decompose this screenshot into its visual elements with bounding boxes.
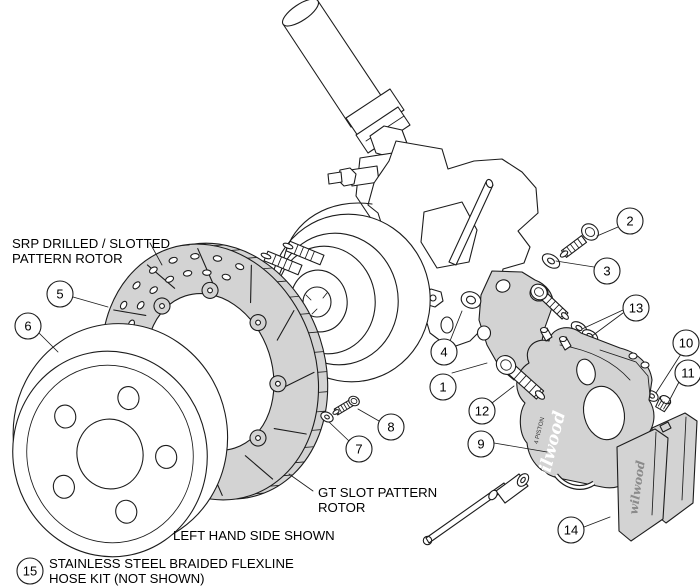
callout-5: 5: [46, 280, 109, 308]
callout-number-14: 14: [564, 523, 578, 538]
callout-number-11: 11: [681, 366, 695, 381]
label-gt-rotor-line2: ROTOR: [318, 500, 365, 515]
callout-circle-13: [622, 294, 650, 322]
callout-circle-10: [672, 329, 700, 357]
label-hose-note-line2: HOSE KIT (NOT SHOWN): [49, 571, 205, 586]
callout-number-3: 3: [603, 264, 610, 279]
callout-circle-15: [16, 557, 44, 585]
callout-circle-9: [467, 430, 495, 458]
flexline-nut: [655, 395, 672, 413]
callout-number-5: 5: [56, 287, 63, 302]
callout-number-4: 4: [440, 345, 447, 360]
srp-leader-line: [149, 242, 163, 266]
hat-center-bore: [76, 418, 144, 490]
callout-number-1: 1: [439, 380, 446, 395]
callout-number-7: 7: [355, 442, 362, 457]
callout-circle-6: [14, 312, 42, 340]
callout-number-9: 9: [477, 437, 484, 452]
callout-circle-2: [616, 207, 644, 235]
caliper-bridge-window: [582, 385, 626, 441]
callout-circle-8: [377, 413, 405, 441]
callout-9: 9: [467, 430, 548, 458]
callout-13: 13: [581, 294, 650, 337]
callout-6: 6: [14, 312, 59, 353]
label-side-note: LEFT HAND SIDE SHOWN: [173, 528, 335, 543]
callout-14: 14: [557, 516, 611, 544]
callout-1: 1: [429, 362, 488, 401]
callout-circle-4: [430, 338, 458, 366]
rotor-hat: [12, 323, 229, 558]
callout-circle-14: [557, 516, 585, 544]
callout-3: 3: [555, 257, 621, 285]
labels: SRP DRILLED / SLOTTED PATTERN ROTOR GT S…: [12, 236, 437, 586]
hat-lug-holes: [52, 386, 178, 524]
label-srp-rotor-line1: SRP DRILLED / SLOTTED: [12, 236, 170, 251]
callout-number-12: 12: [475, 404, 489, 419]
radial-mount-bolt: [495, 355, 546, 400]
callout-circle-3: [593, 257, 621, 285]
callout-12: 12: [468, 385, 515, 425]
knuckle-window: [420, 201, 478, 269]
callout-circle-11: [674, 359, 700, 387]
callout-2: 2: [596, 207, 644, 237]
callout-number-15: 15: [23, 564, 37, 579]
label-hose-note-line1: STAINLESS STEEL BRAIDED FLEXLINE: [49, 556, 294, 571]
callout-number-6: 6: [24, 319, 31, 334]
callout-4: 4: [430, 310, 463, 366]
callout-number-8: 8: [387, 420, 394, 435]
gt-leader-line: [288, 473, 314, 492]
callout-8: 8: [357, 408, 405, 441]
callout-7: 7: [328, 421, 373, 463]
callout-circle-12: [468, 397, 496, 425]
label-srp-rotor-line2: PATTERN ROTOR: [12, 251, 123, 266]
callout-number-2: 2: [626, 214, 633, 229]
label-gt-rotor-line1: GT SLOT PATTERN: [318, 485, 437, 500]
brake-pads: wilwood: [616, 412, 698, 542]
outer-pad: [616, 428, 669, 542]
callout-11: 11: [667, 359, 700, 404]
callout-circle-1: [429, 373, 457, 401]
callout-15: 15: [16, 557, 44, 585]
callout-circle-5: [46, 280, 74, 308]
callout-10: 10: [655, 329, 700, 394]
callout-number-13: 13: [629, 301, 643, 316]
callout-number-10: 10: [679, 336, 693, 351]
pad-retainer-pin: [422, 473, 530, 546]
callout-circle-7: [345, 435, 373, 463]
